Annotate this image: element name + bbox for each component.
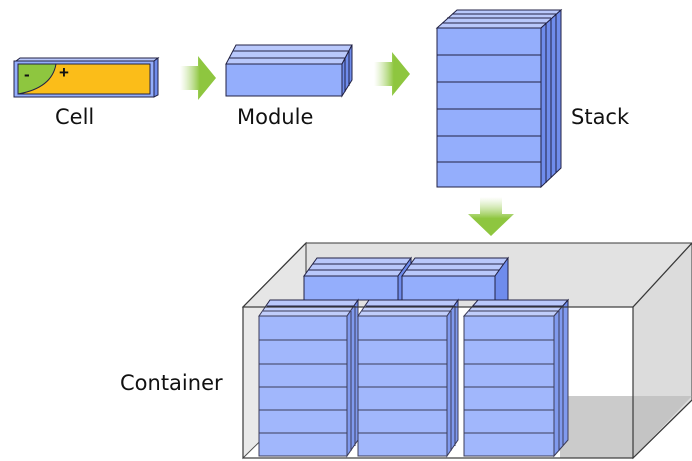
container-back-stack	[401, 256, 509, 301]
module-label: Module	[237, 105, 313, 129]
stack-label: Stack	[571, 105, 630, 129]
stack-shape	[435, 8, 563, 189]
cell-positive-terminal: +	[59, 63, 69, 82]
container-back-stack	[303, 256, 412, 301]
arrow-module-to-stack	[374, 52, 410, 96]
arrow-stack-to-container	[468, 197, 514, 236]
container-frame	[242, 242, 692, 459]
arrow-cell-to-module	[180, 56, 216, 100]
cell-negative-terminal: -	[24, 65, 30, 84]
cell-shape	[13, 57, 160, 98]
module-shape	[225, 44, 353, 98]
container-front-stack	[357, 298, 459, 458]
container-front-stack	[258, 298, 359, 458]
container-front-stack	[462, 298, 570, 458]
container-label: Container	[120, 371, 223, 395]
cell-label: Cell	[55, 105, 94, 129]
